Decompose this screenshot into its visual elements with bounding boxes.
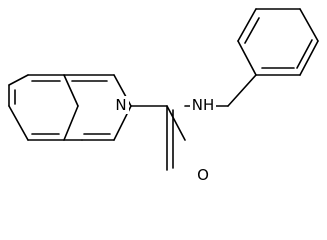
bond <box>166 105 186 141</box>
atom-labels: N NH O <box>114 96 216 184</box>
bond <box>63 74 79 107</box>
carbonyl-oxygen-label: O <box>197 166 209 184</box>
bond <box>8 105 29 141</box>
double-bond-inner <box>244 17 260 44</box>
quinoline-benzo-ring <box>8 74 79 141</box>
bond <box>237 8 257 42</box>
amide-group <box>130 74 257 171</box>
bond <box>237 40 257 76</box>
bond <box>227 74 257 107</box>
bond <box>63 105 79 141</box>
chemical-structure: N NH O <box>8 8 319 184</box>
bond <box>299 8 319 42</box>
bond <box>299 40 319 76</box>
ring-nitrogen-label: N <box>115 96 126 114</box>
amide-nh-label: NH <box>192 96 215 114</box>
bond <box>8 74 29 86</box>
double-bond-inner <box>296 39 313 69</box>
quinoline-pyridine-ring <box>63 74 132 141</box>
structure-canvas: N NH O <box>8 8 319 184</box>
phenyl-ring <box>237 8 319 76</box>
